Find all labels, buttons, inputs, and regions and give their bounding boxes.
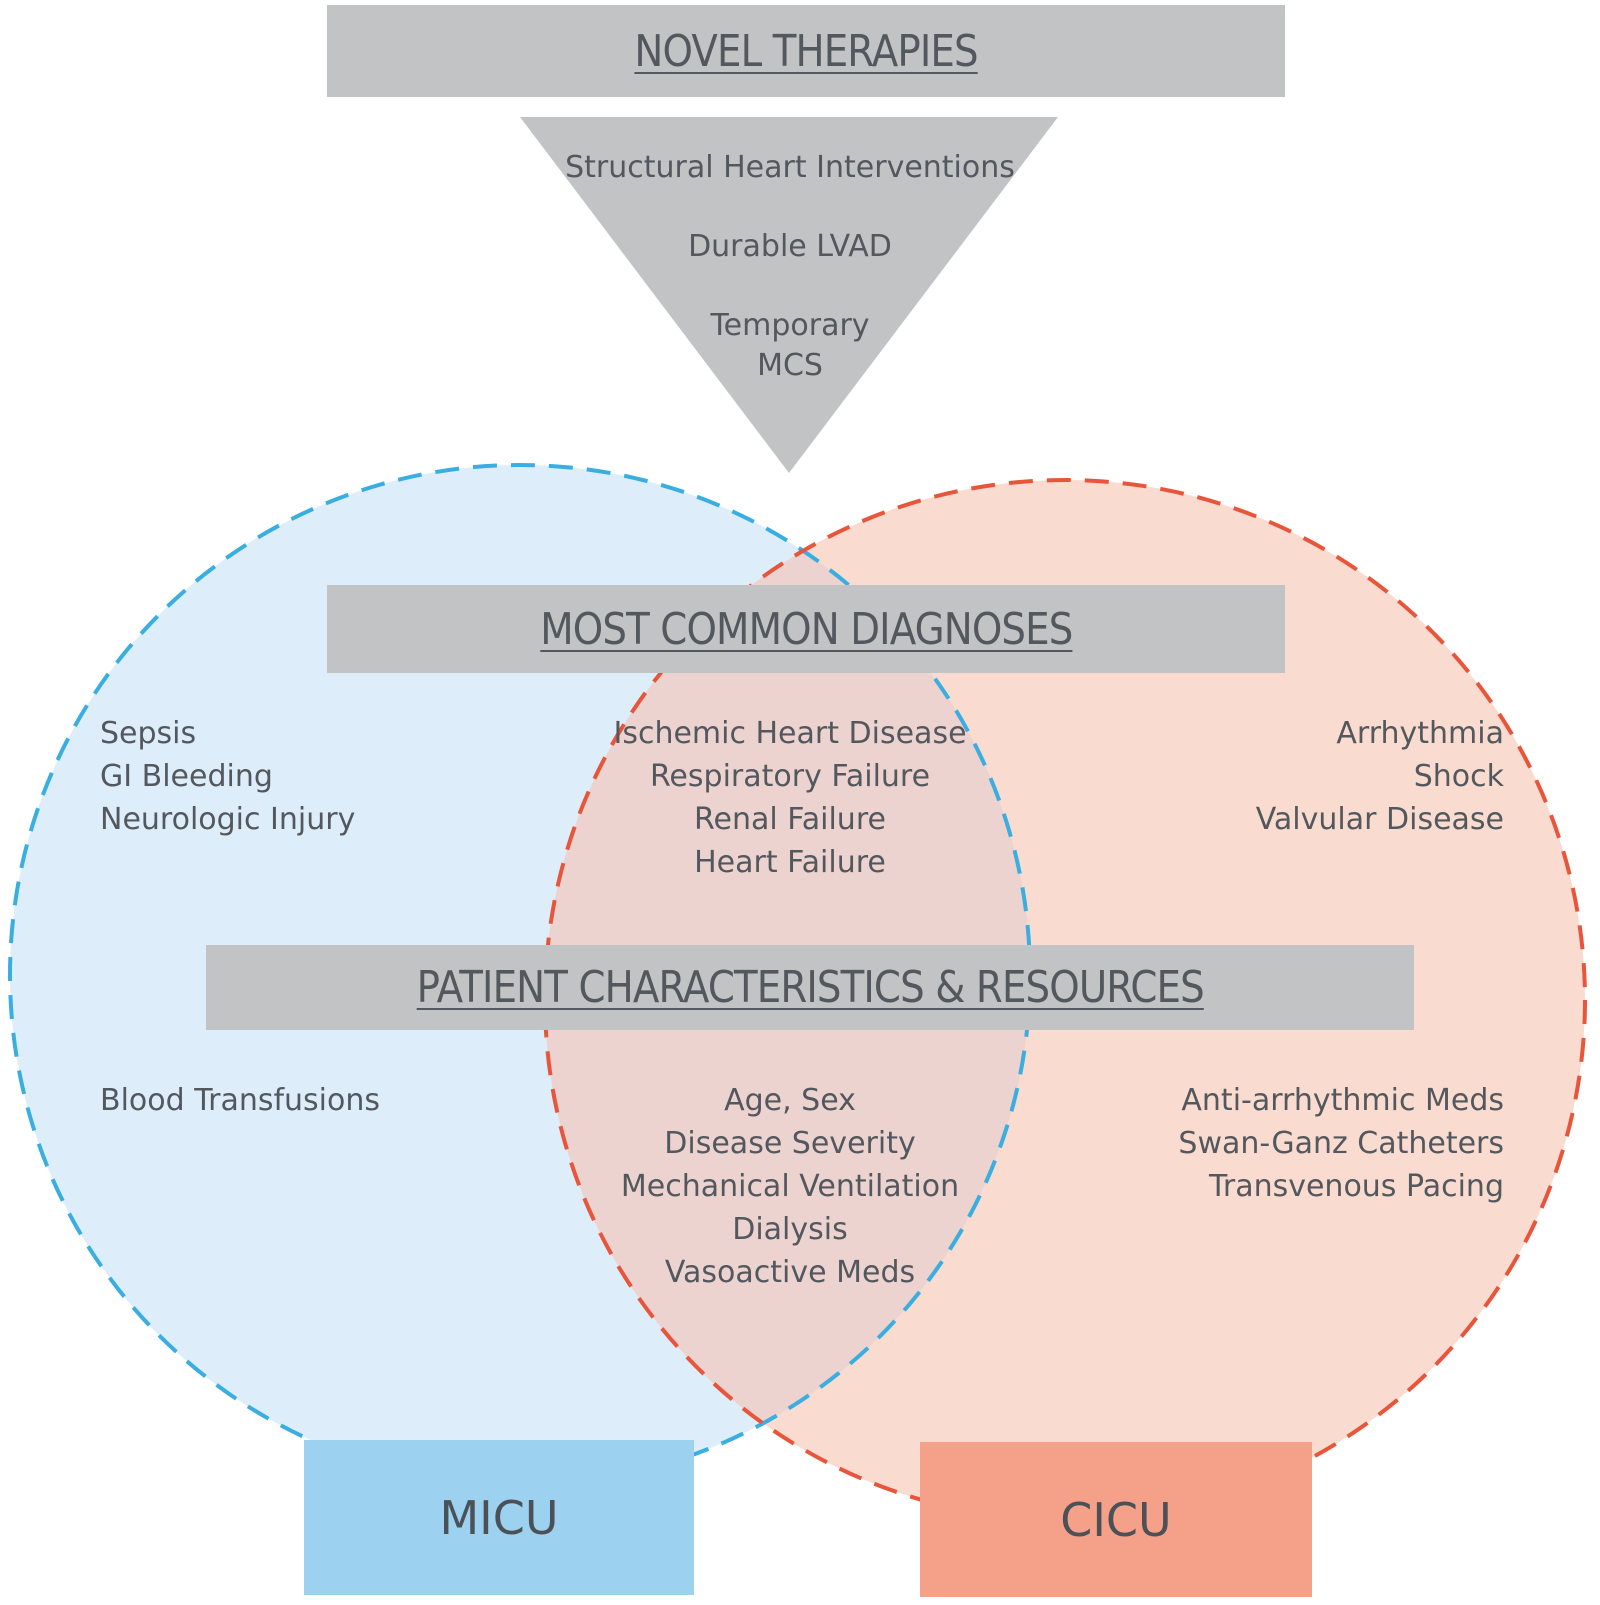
list-item: Valvular Disease	[1255, 802, 1504, 837]
cicu-label-box: CICU	[920, 1442, 1312, 1597]
list-item: Swan-Ganz Catheters	[1178, 1126, 1504, 1161]
cicu-diagnoses-list: Arrhythmia Shock Valvular Disease	[1256, 712, 1504, 841]
list-item: Transvenous Pacing	[1208, 1169, 1504, 1204]
list-item: Blood Transfusions	[100, 1083, 381, 1118]
list-item: Arrhythmia	[1336, 716, 1504, 751]
resources-title: PATIENT CHARACTERISTICS & RESOURCES	[416, 962, 1204, 1013]
list-item: Vasoactive Meds	[664, 1255, 916, 1290]
cicu-resources-list: Anti-arrhythmic Meds Swan-Ganz Catheters…	[1178, 1079, 1504, 1208]
therapy-structural-heart: Structural Heart Interventions	[565, 150, 1015, 185]
micu-diagnoses-list: Sepsis GI Bleeding Neurologic Injury	[100, 712, 355, 841]
shared-diagnoses-list: Ischemic Heart Disease Respiratory Failu…	[540, 712, 1040, 884]
diagnoses-band: MOST COMMON DIAGNOSES	[327, 585, 1285, 673]
novel-therapies-triangle	[520, 117, 1058, 473]
diagnoses-title: MOST COMMON DIAGNOSES	[539, 603, 1073, 655]
overlap-region	[545, 480, 1030, 1485]
resources-band: PATIENT CHARACTERISTICS & RESOURCES	[206, 945, 1414, 1030]
list-item: Dialysis	[732, 1212, 848, 1247]
novel-therapies-band: NOVEL THERAPIES	[327, 5, 1285, 97]
list-item: Mechanical Ventilation	[620, 1169, 960, 1204]
list-item: Sepsis	[100, 716, 197, 751]
list-item: Heart Failure	[694, 845, 886, 880]
list-item: GI Bleeding	[100, 759, 273, 794]
list-item: Ischemic Heart Disease	[613, 716, 967, 751]
therapy-mcs: MCS	[757, 348, 823, 383]
list-item: Age, Sex	[724, 1083, 856, 1118]
therapy-temporary: Temporary	[710, 308, 870, 343]
therapy-durable-lvad: Durable LVAD	[688, 229, 892, 264]
list-item: Respiratory Failure	[649, 759, 931, 794]
list-item: Anti-arrhythmic Meds	[1181, 1083, 1504, 1118]
shared-resources-list: Age, Sex Disease Severity Mechanical Ven…	[540, 1079, 1040, 1294]
novel-therapies-title: NOVEL THERAPIES	[634, 25, 978, 77]
list-item: Shock	[1413, 759, 1504, 794]
list-item: Neurologic Injury	[100, 802, 356, 837]
list-item: Renal Failure	[694, 802, 886, 837]
micu-label-box: MICU	[304, 1440, 694, 1595]
list-item: Disease Severity	[664, 1126, 916, 1161]
micu-resources-list: Blood Transfusions	[100, 1079, 380, 1122]
